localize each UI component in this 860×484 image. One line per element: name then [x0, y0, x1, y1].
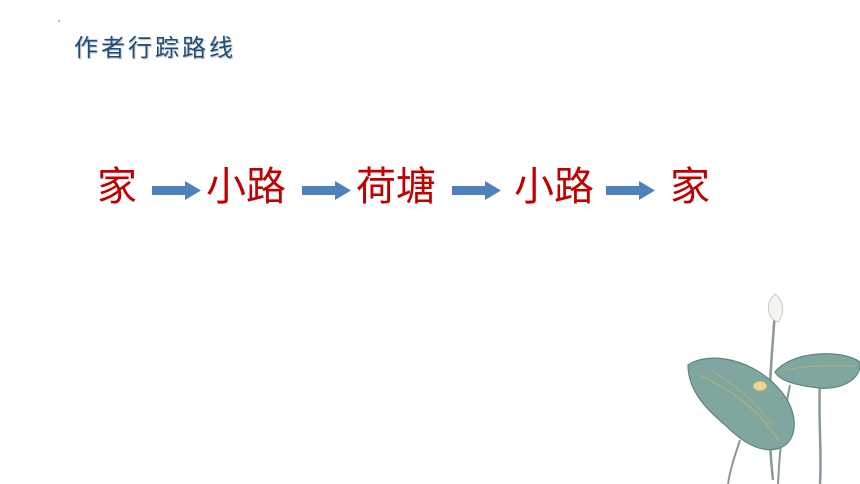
route-step-2: 小路: [206, 164, 286, 210]
slide-title: 作者行踪路线: [74, 34, 236, 62]
right-arrow-icon: [606, 181, 655, 200]
right-arrow-icon: [452, 181, 501, 200]
right-arrow-icon: [152, 181, 201, 200]
right-arrow-icon: [302, 181, 351, 200]
route-flow: 家 小路 荷塘 小路 家: [0, 160, 860, 220]
route-step-5: 家: [670, 164, 710, 210]
route-step-3: 荷塘: [356, 164, 436, 210]
decorative-dot: [58, 20, 60, 22]
route-step-4: 小路: [514, 164, 594, 210]
lotus-decoration: [687, 293, 860, 484]
route-step-1: 家: [97, 164, 137, 210]
